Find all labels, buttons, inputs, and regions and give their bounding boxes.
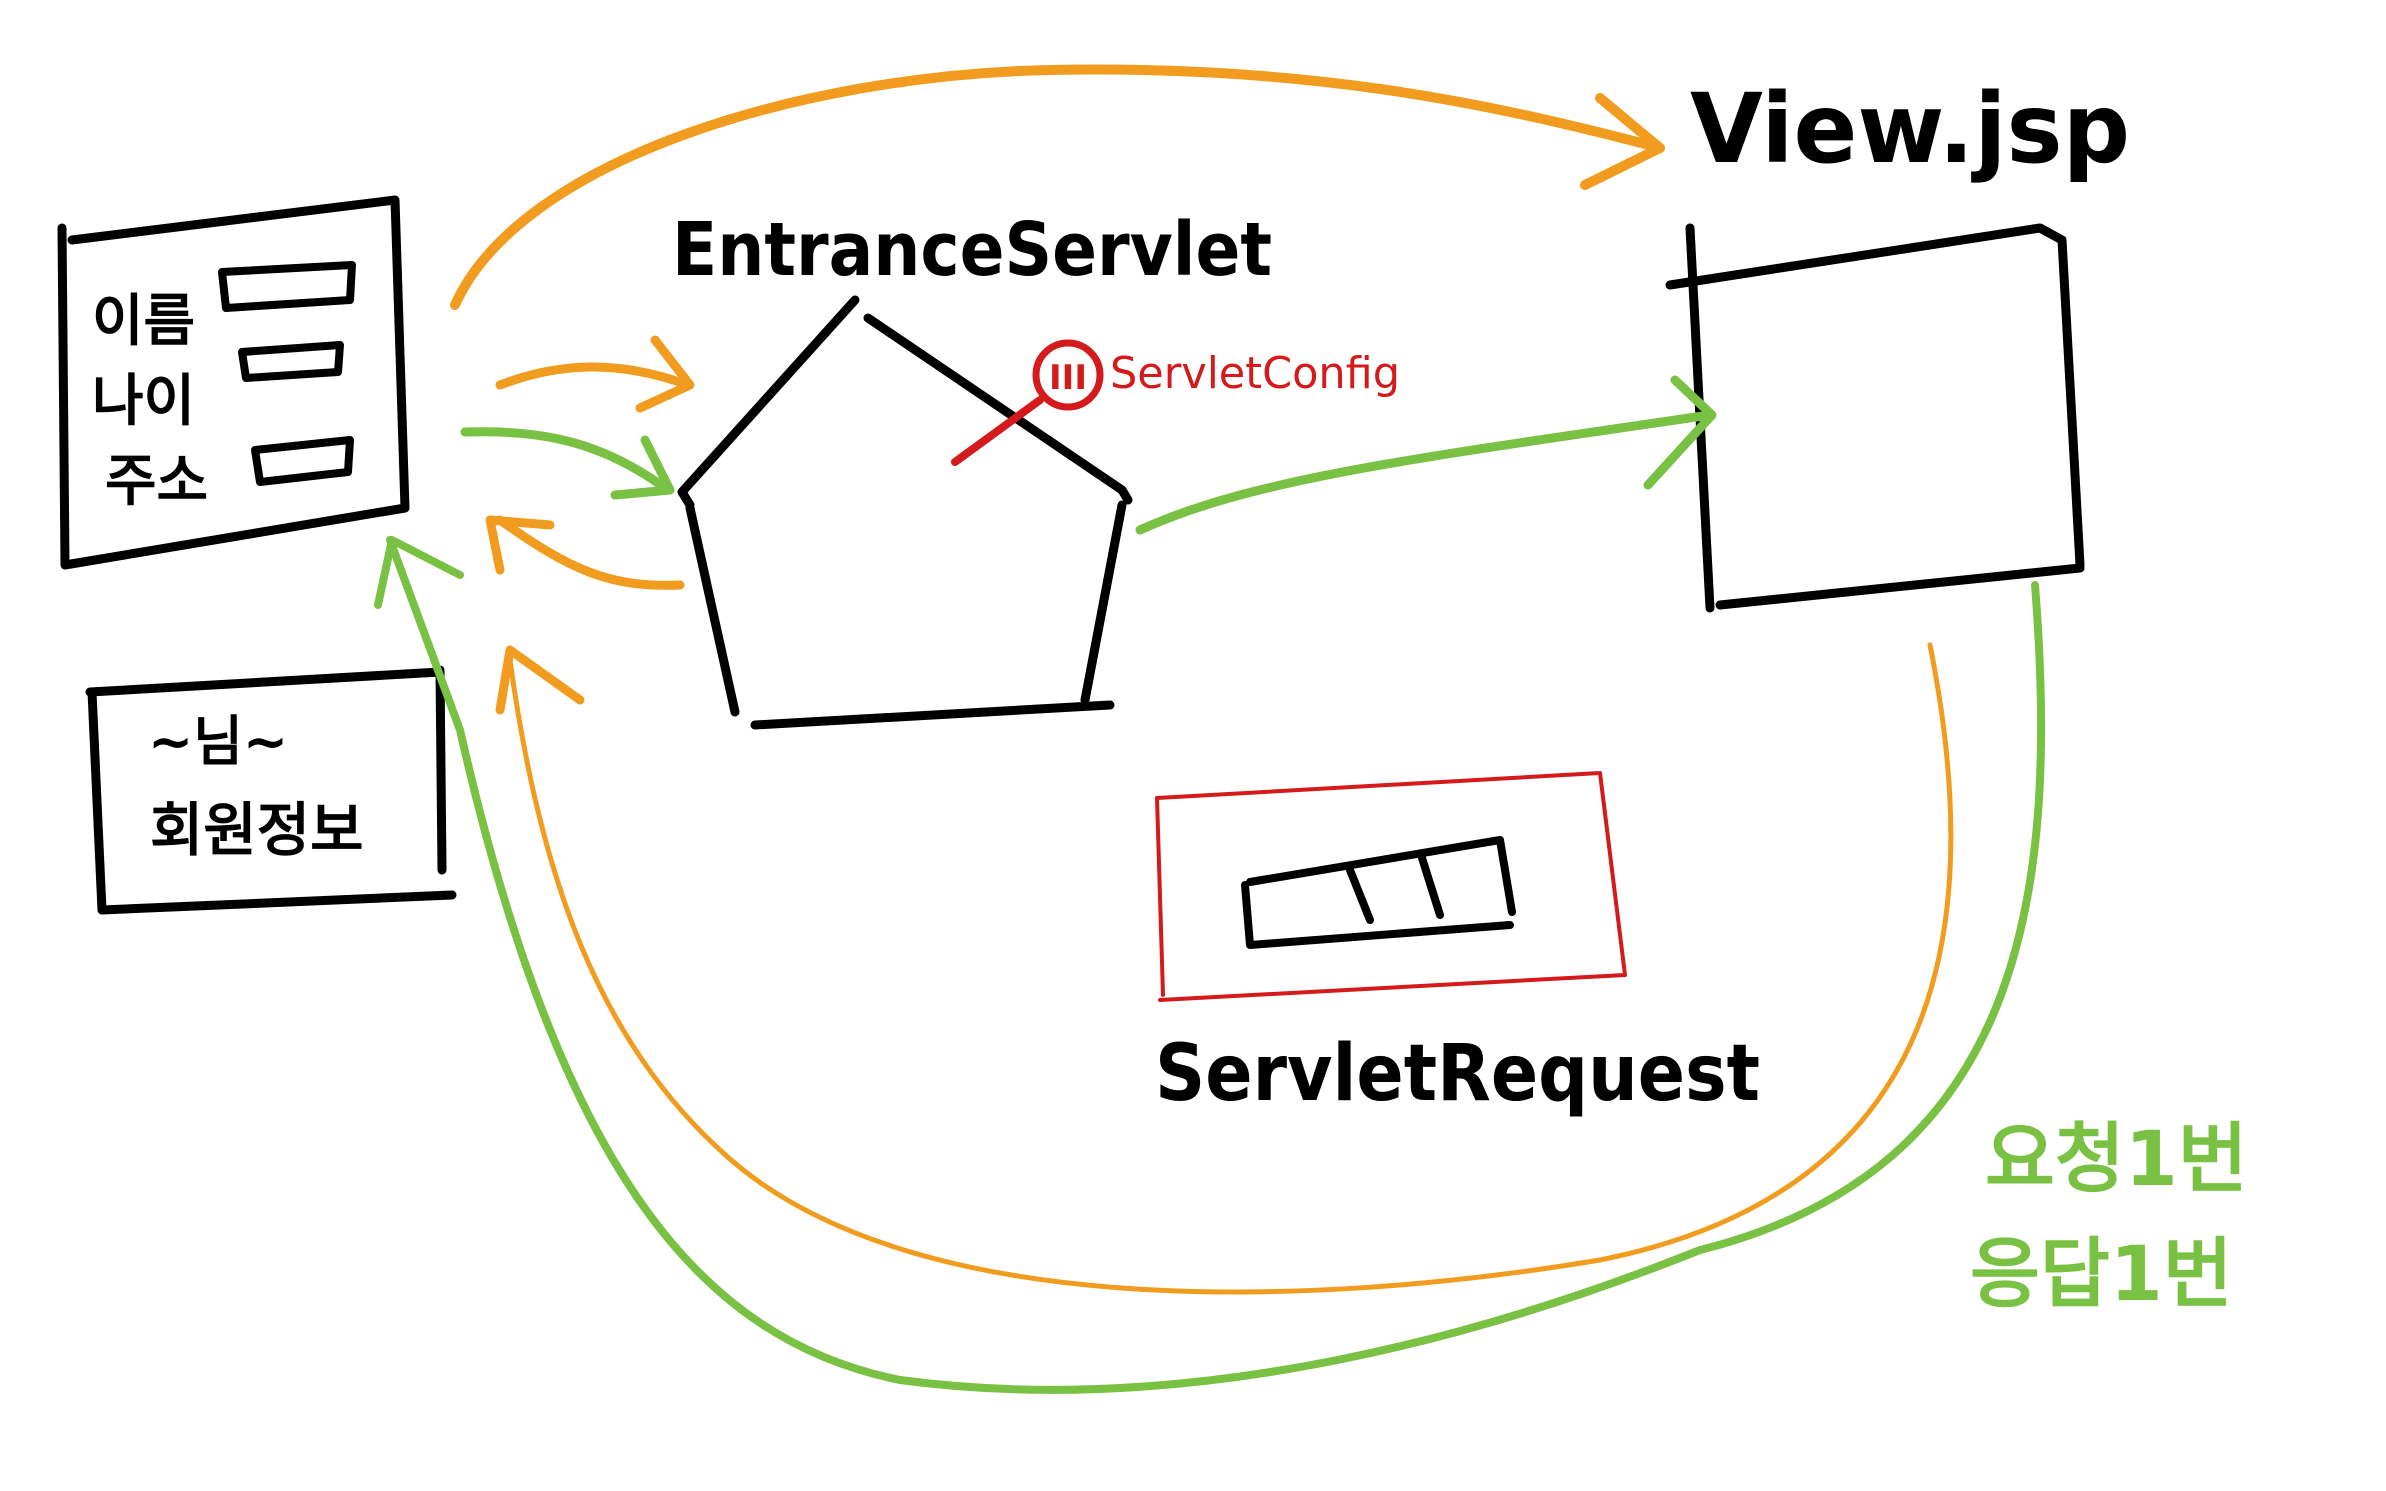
green-response-arc bbox=[386, 536, 2046, 1394]
member-info-box: ~님~ 회원정보 bbox=[85, 665, 457, 915]
response-flow bbox=[374, 375, 2046, 1394]
servlet-request-label: ServletRequest bbox=[1155, 1029, 1760, 1119]
green-response-arc-arrowhead bbox=[374, 536, 464, 609]
welcome-greeting: ~님~ bbox=[148, 710, 288, 773]
entrance-servlet-label: EntranceServlet bbox=[672, 207, 1272, 293]
note-request-once: 요청1번 bbox=[1985, 1114, 2248, 1203]
request-to-servlet-arrow bbox=[495, 362, 693, 390]
entrance-servlet-node: EntranceServlet III ServletConfig bbox=[672, 207, 1400, 730]
green-servlet-to-view bbox=[1135, 410, 1715, 535]
servlet-to-form-arrow bbox=[495, 515, 685, 590]
servlet-config-badge bbox=[1032, 339, 1104, 411]
servlet-config-badge-text: III bbox=[1049, 358, 1087, 398]
green-servlet-to-view-arrowhead bbox=[1643, 375, 1717, 490]
view-jsp-label: View.jsp bbox=[1690, 73, 2130, 185]
servlet-config-label: ServletConfig bbox=[1110, 348, 1400, 399]
input-form-box: 이름 나이 주소 bbox=[57, 195, 410, 570]
green-form-to-servlet-arrowhead bbox=[610, 435, 675, 500]
response-arc-orange bbox=[507, 642, 1954, 1295]
form-label-age: 나이 bbox=[92, 369, 195, 434]
servlet-config-pin: III ServletConfig bbox=[951, 339, 1400, 466]
form-field-name bbox=[218, 261, 356, 312]
request-response-note: 요청1번 응답1번 bbox=[1970, 1114, 2248, 1318]
form-field-age bbox=[238, 341, 344, 382]
request-to-servlet-arrowhead bbox=[635, 335, 695, 413]
view-jsp-node: View.jsp bbox=[1665, 73, 2130, 613]
request-arc-top bbox=[450, 64, 1665, 310]
request-flow bbox=[450, 64, 1954, 1295]
form-field-address bbox=[251, 436, 354, 486]
response-arc-orange-arrowhead bbox=[495, 645, 585, 715]
request-arc-top-arrowhead bbox=[1580, 93, 1665, 190]
note-response-once: 응답1번 bbox=[1970, 1229, 2233, 1318]
servlet-request-node: ServletRequest bbox=[1155, 771, 1760, 1119]
servlet-to-form-arrowhead bbox=[485, 515, 555, 575]
form-label-name: 이름 bbox=[92, 289, 195, 354]
form-label-address: 주소 bbox=[105, 449, 208, 514]
welcome-member-info: 회원정보 bbox=[150, 796, 363, 864]
green-form-to-servlet bbox=[460, 427, 673, 495]
